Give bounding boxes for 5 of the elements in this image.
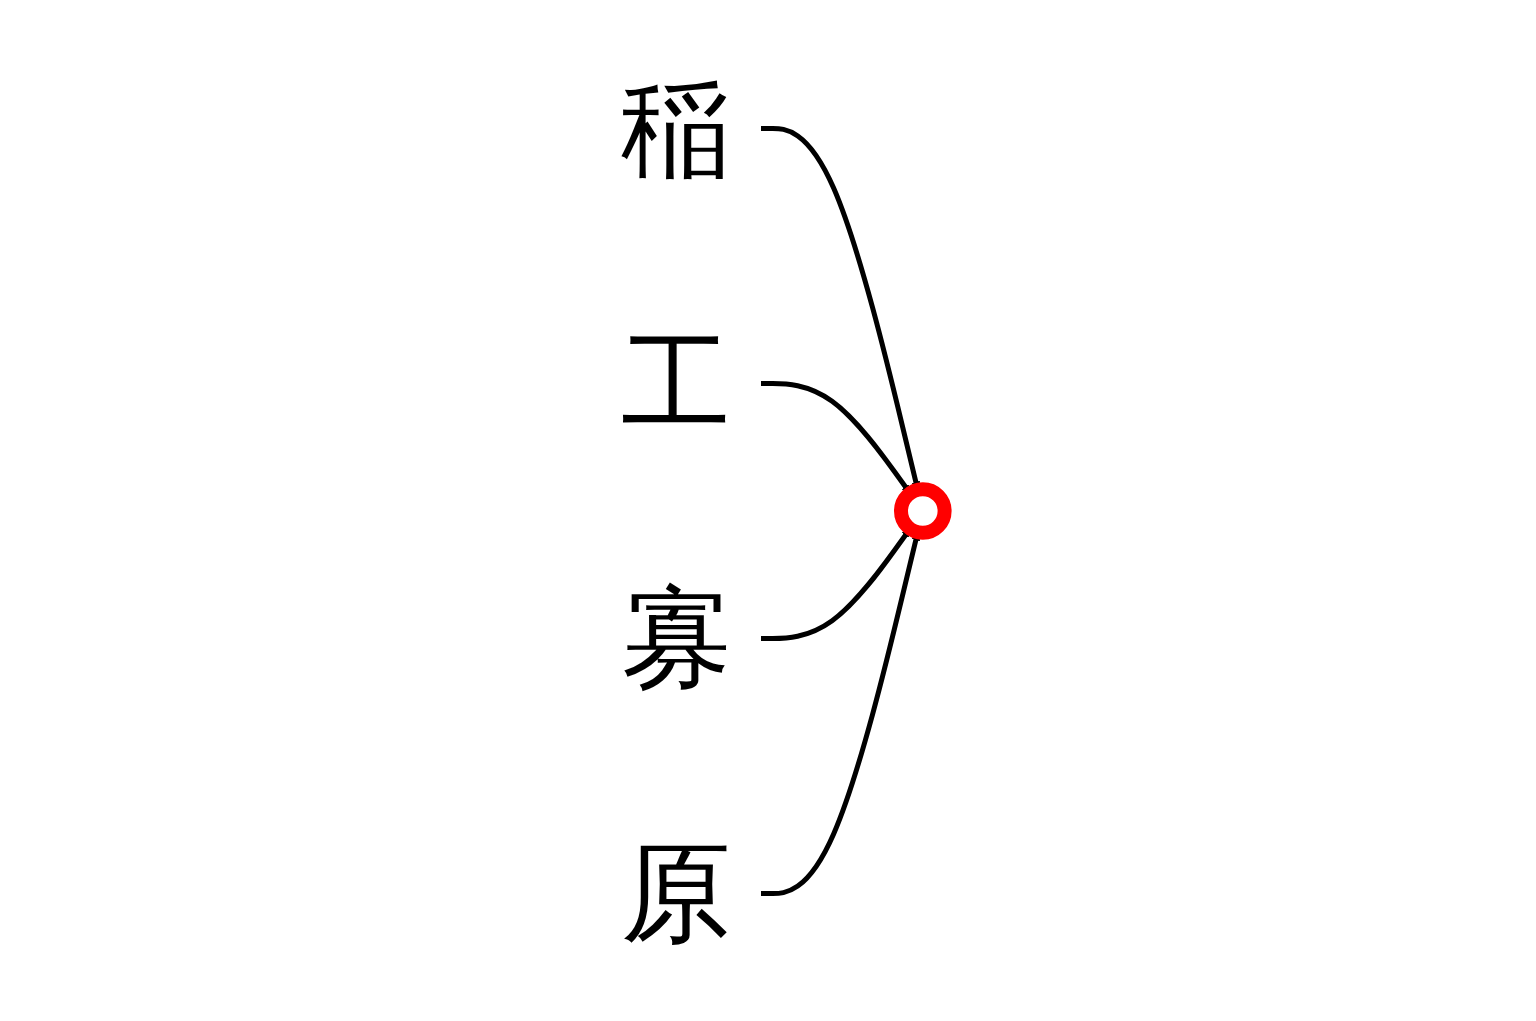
node-text: 寡 (621, 573, 732, 702)
node-text: 稲 (621, 63, 732, 192)
node-circle (894, 481, 952, 540)
node-text: 工 (621, 318, 732, 447)
node-text: 原 (621, 828, 732, 957)
